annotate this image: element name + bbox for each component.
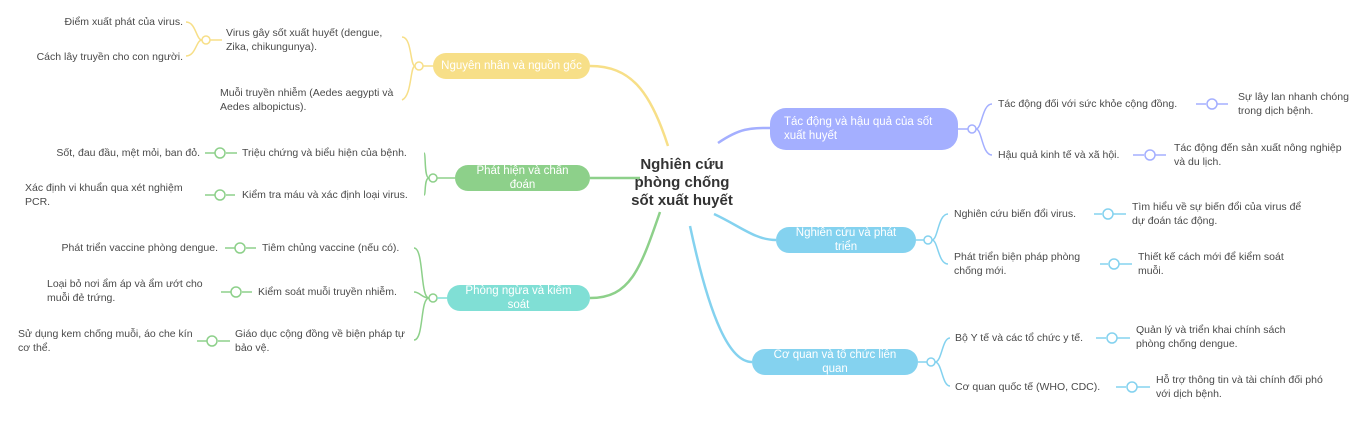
branch-label: Cơ quan và tổ chức liên quan: [773, 349, 897, 375]
subtopic-new-measures[interactable]: Phát triển biện pháp phòng chống mới.: [954, 251, 1081, 277]
detail-new-control-design[interactable]: Thiết kế cách mới để kiểm soát muỗi.: [1138, 251, 1284, 277]
detail-repellent[interactable]: Sử dụng kem chống muỗi, áo che kín cơ th…: [18, 328, 193, 354]
subtopic-community-education[interactable]: Giáo dục cộng đồng về biện pháp tự bảo v…: [235, 328, 405, 354]
subtopic-ministry-health[interactable]: Bộ Y tế và các tổ chức y tế.: [955, 332, 1084, 344]
detail-symptoms[interactable]: Sốt, đau đầu, mệt mỏi, ban đỏ.: [56, 147, 200, 159]
subtopic-virus[interactable]: Virus gây sốt xuất huyết (dengue, Zika, …: [226, 27, 383, 53]
detail-spread[interactable]: Sự lây lan nhanh chóng trong dịch bệnh.: [1238, 91, 1349, 117]
detail-pcr[interactable]: Xác định vi khuẩn qua xét nghiệm PCR.: [25, 182, 183, 208]
subtopic-mosquito-control[interactable]: Kiểm soát muỗi truyền nhiễm.: [258, 286, 397, 298]
subtopic-mosquito[interactable]: Muỗi truyền nhiễm (Aedes aegypti và Aede…: [220, 87, 394, 113]
central-topic-line: phòng chống: [634, 174, 730, 191]
branch-label: Phòng ngừa và kiểm soát: [465, 285, 572, 311]
central-topic[interactable]: Nghiên cứu phòng chống sốt xuất huyết: [602, 156, 762, 210]
branch-label: Tác động và hậu quả của sốt xuất huyết: [784, 116, 933, 142]
detail-agriculture-tourism[interactable]: Tác động đến sản xuất nông nghiệp và du …: [1174, 142, 1342, 168]
subtopic-socioeconomic[interactable]: Hậu quả kinh tế và xã hội.: [998, 149, 1120, 161]
subtopic-blood-test[interactable]: Kiểm tra máu và xác định loại virus.: [242, 189, 408, 201]
branch-prevention-control[interactable]: Phòng ngừa và kiểm soát: [447, 285, 590, 311]
subtopic-symptoms[interactable]: Triệu chứng và biểu hiện của bệnh.: [242, 147, 407, 159]
subtopic-vaccination[interactable]: Tiêm chủng vaccine (nếu có).: [262, 242, 400, 254]
branch-research-development[interactable]: Nghiên cứu và phát triển: [776, 227, 916, 253]
branch-label: Phát hiện và chẩn đoán: [476, 165, 569, 191]
central-topic-line: sốt xuất huyết: [631, 192, 733, 209]
branch-detection-diagnosis[interactable]: Phát hiện và chẩn đoán: [455, 165, 590, 191]
detail-virus-transmission[interactable]: Cách lây truyền cho con người.: [36, 51, 183, 63]
branch-organizations[interactable]: Cơ quan và tổ chức liên quan: [752, 349, 918, 375]
detail-vaccine-development[interactable]: Phát triển vaccine phòng dengue.: [61, 242, 218, 254]
detail-mutation-study[interactable]: Tìm hiểu về sự biến đổi của virus để dự …: [1132, 201, 1302, 227]
subtopic-international-orgs[interactable]: Cơ quan quốc tế (WHO, CDC).: [955, 381, 1101, 393]
detail-policy[interactable]: Quản lý và triển khai chính sách phòng c…: [1136, 324, 1286, 350]
detail-virus-origin[interactable]: Điểm xuất phát của virus.: [64, 16, 183, 28]
branch-label: Nguyên nhân và nguồn gốc: [441, 60, 582, 72]
detail-breeding-sites[interactable]: Loại bỏ nơi ẩm áp và ẩm ướt cho muỗi đẻ …: [47, 278, 203, 304]
branch-impact-consequences[interactable]: Tác động và hậu quả của sốt xuất huyết: [770, 108, 958, 150]
branch-causes-origins[interactable]: Nguyên nhân và nguồn gốc: [433, 53, 590, 79]
subtopic-virus-mutation[interactable]: Nghiên cứu biến đổi virus.: [954, 208, 1077, 220]
subtopic-public-health[interactable]: Tác động đối với sức khỏe cộng đồng.: [998, 98, 1178, 110]
central-topic-line: Nghiên cứu: [640, 156, 724, 173]
branch-label: Nghiên cứu và phát triển: [795, 227, 897, 253]
detail-support[interactable]: Hỗ trợ thông tin và tài chính đối phó vớ…: [1156, 374, 1323, 400]
